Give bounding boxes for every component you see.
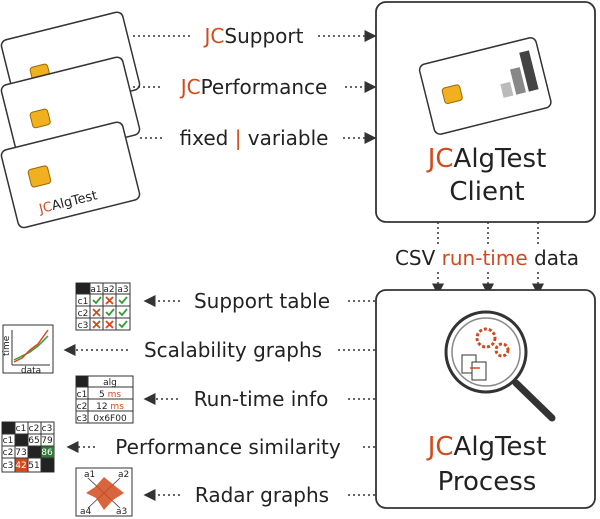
- runtime-table-thumbnail: alg c1 c2 c3 5 ms 12 ms 0x6F00: [75, 375, 134, 424]
- support-marks: [92, 296, 128, 329]
- card-stack: JCAlgTest: [0, 11, 141, 229]
- runtime-row-c3: c3: [77, 414, 88, 424]
- client-box: JCAlgTest Client: [375, 1, 596, 223]
- sim-c2-c3: 86: [41, 448, 53, 458]
- output-arrow-runtime: Run-time info: [143, 387, 375, 411]
- csv-label: CSV run-time data: [395, 246, 579, 270]
- radar-graph-thumbnail: a1 a2 a4 a3: [75, 467, 133, 517]
- input-arrow-support: JCSupport: [133, 24, 377, 48]
- runtime-value-c3: 0x6F00: [93, 414, 127, 424]
- output-label-runtime: Run-time info: [194, 387, 329, 411]
- output-arrow-similarity: Performance similarity: [66, 435, 375, 459]
- input-arrow-performance: JCPerformance: [133, 75, 377, 99]
- support-row-c2: c2: [78, 309, 89, 319]
- support-table-thumbnail: a1 a2 a3 c1 c2 c3: [75, 282, 131, 331]
- support-row-c1: c1: [78, 297, 89, 307]
- runtime-row-c1: c1: [77, 390, 88, 400]
- runtime-row-c2: c2: [77, 402, 88, 412]
- support-col-a3: a3: [117, 285, 128, 295]
- smart-card-front: JCAlgTest: [0, 121, 141, 229]
- client-title: JCAlgTest: [426, 144, 547, 174]
- radar-label-a4: a4: [80, 507, 92, 517]
- client-card-icon: [418, 37, 552, 135]
- sim-c1-c3: 79: [41, 436, 53, 446]
- sim-col-c1: c1: [16, 424, 27, 434]
- client-subtitle: Client: [449, 177, 524, 207]
- runtime-header: alg: [103, 378, 117, 388]
- scalability-y-label: time: [2, 335, 12, 356]
- similarity-matrix-thumbnail: c1 c2 c3 c1 c2 c3 65 79 73 86 42 51: [1, 421, 55, 473]
- input-label-support: JCSupport: [203, 24, 304, 48]
- output-label-support-table: Support table: [194, 289, 330, 313]
- input-label-mode: fixed | variable: [180, 126, 329, 150]
- sim-c3-c2: 51: [28, 461, 39, 471]
- output-arrow-scalability: Scalability graphs: [63, 338, 375, 362]
- runtime-value-c2: 12 ms: [96, 402, 124, 412]
- process-title: JCAlgTest: [426, 432, 547, 462]
- runtime-value-c1: 5 ms: [99, 390, 121, 400]
- sim-row-c1: c1: [3, 436, 14, 446]
- radar-label-a2: a2: [118, 470, 129, 480]
- sim-c2-c1: 73: [15, 448, 26, 458]
- output-label-radar: Radar graphs: [195, 483, 329, 507]
- magnifier-icon: [444, 310, 556, 422]
- support-col-a2: a2: [103, 285, 114, 295]
- sim-c1-c2: 65: [28, 436, 39, 446]
- sim-row-c3: c3: [3, 461, 14, 471]
- output-label-scalability: Scalability graphs: [144, 338, 322, 362]
- input-label-performance: JCPerformance: [179, 75, 328, 99]
- input-arrow-mode: fixed | variable: [140, 126, 377, 150]
- sim-c3-c1: 42: [15, 461, 26, 471]
- output-label-similarity: Performance similarity: [115, 435, 341, 459]
- radar-label-a3: a3: [116, 507, 127, 517]
- sim-col-c2: c2: [29, 424, 40, 434]
- sim-row-c2: c2: [3, 448, 14, 458]
- support-row-c3: c3: [78, 321, 89, 331]
- output-arrow-support-table: Support table: [143, 289, 375, 313]
- csv-arrows: CSV run-time data: [378, 222, 594, 296]
- scalability-x-label: data: [21, 366, 41, 376]
- radar-label-a1: a1: [84, 470, 95, 480]
- output-arrow-radar: Radar graphs: [143, 483, 375, 507]
- process-subtitle: Process: [438, 467, 537, 497]
- support-col-a1: a1: [90, 285, 101, 295]
- sim-col-c3: c3: [42, 424, 53, 434]
- scalability-graph-thumbnail: time data: [2, 324, 54, 376]
- process-box: JCAlgTest Process: [375, 289, 596, 509]
